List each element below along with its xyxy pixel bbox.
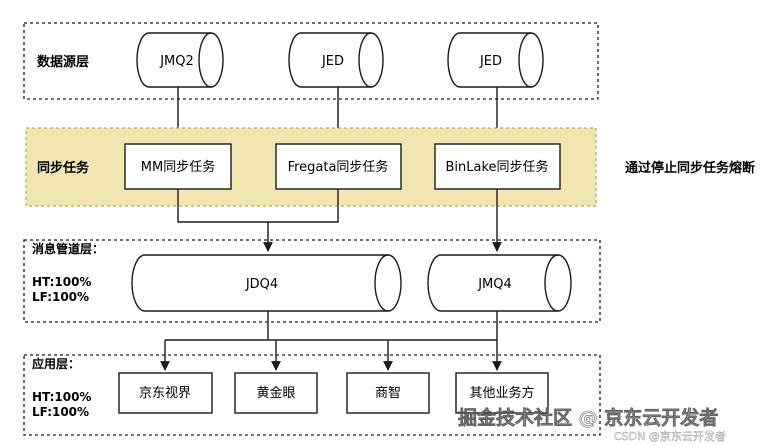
pipe-cylinder-jdq4: JDQ4 [131,254,402,312]
app-box-sz [346,372,430,414]
app-label: 商智 [375,386,401,401]
app-label: 京东视界 [139,386,191,401]
source-layer-label: 数据源层 [37,54,89,70]
app-label: 其他业务方 [469,385,534,401]
pipeline-layer-frame [23,239,601,323]
sync-layer-note: 通过停止同步任务熔断 [625,160,755,176]
source-cylinder-jed-1: JED [288,32,384,88]
pipeline-layer-label: 消息管道层： [32,241,104,256]
app-box-jdsj [118,372,213,414]
connector-mm-fregata-merge [177,189,339,223]
sync-task-label: Fregata同步任务 [288,159,389,175]
app-box-hjy [234,372,318,414]
app-stat-lf: LF:100% [32,405,89,419]
source-cylinder-jmq2: JMQ2 [136,32,224,88]
watermark-main: 掘金技术社区 @ 京东云开发者 [458,406,718,429]
sync-task-fregata-box [275,143,402,190]
app-box-other [455,372,549,414]
source-layer-frame [23,22,599,100]
watermark-sub: CSDN @京东云开发者 [614,429,726,443]
source-label: JED [479,54,502,69]
sync-layer-label: 同步任务 [37,160,90,176]
sync-task-label: MM同步任务 [141,159,215,175]
sync-task-binlake-box [434,143,561,190]
source-cylinder-jed-2: JED [447,32,544,88]
pipeline-stat-ht: HT:100% [32,275,91,289]
sync-task-label: BinLake同步任务 [445,159,548,175]
app-layer-frame [23,354,601,436]
pipeline-stat-lf: LF:100% [32,290,89,304]
app-stat-ht: HT:100% [32,390,91,404]
app-layer-label: 应用层： [32,356,80,371]
pipe-label: JMQ4 [477,277,512,292]
pipe-cylinder-jmq4: JMQ4 [427,254,572,312]
source-label: JMQ2 [159,54,194,69]
source-label: JED [321,54,344,69]
pipe-label: JDQ4 [245,277,278,292]
app-label: 黄金眼 [256,385,295,401]
